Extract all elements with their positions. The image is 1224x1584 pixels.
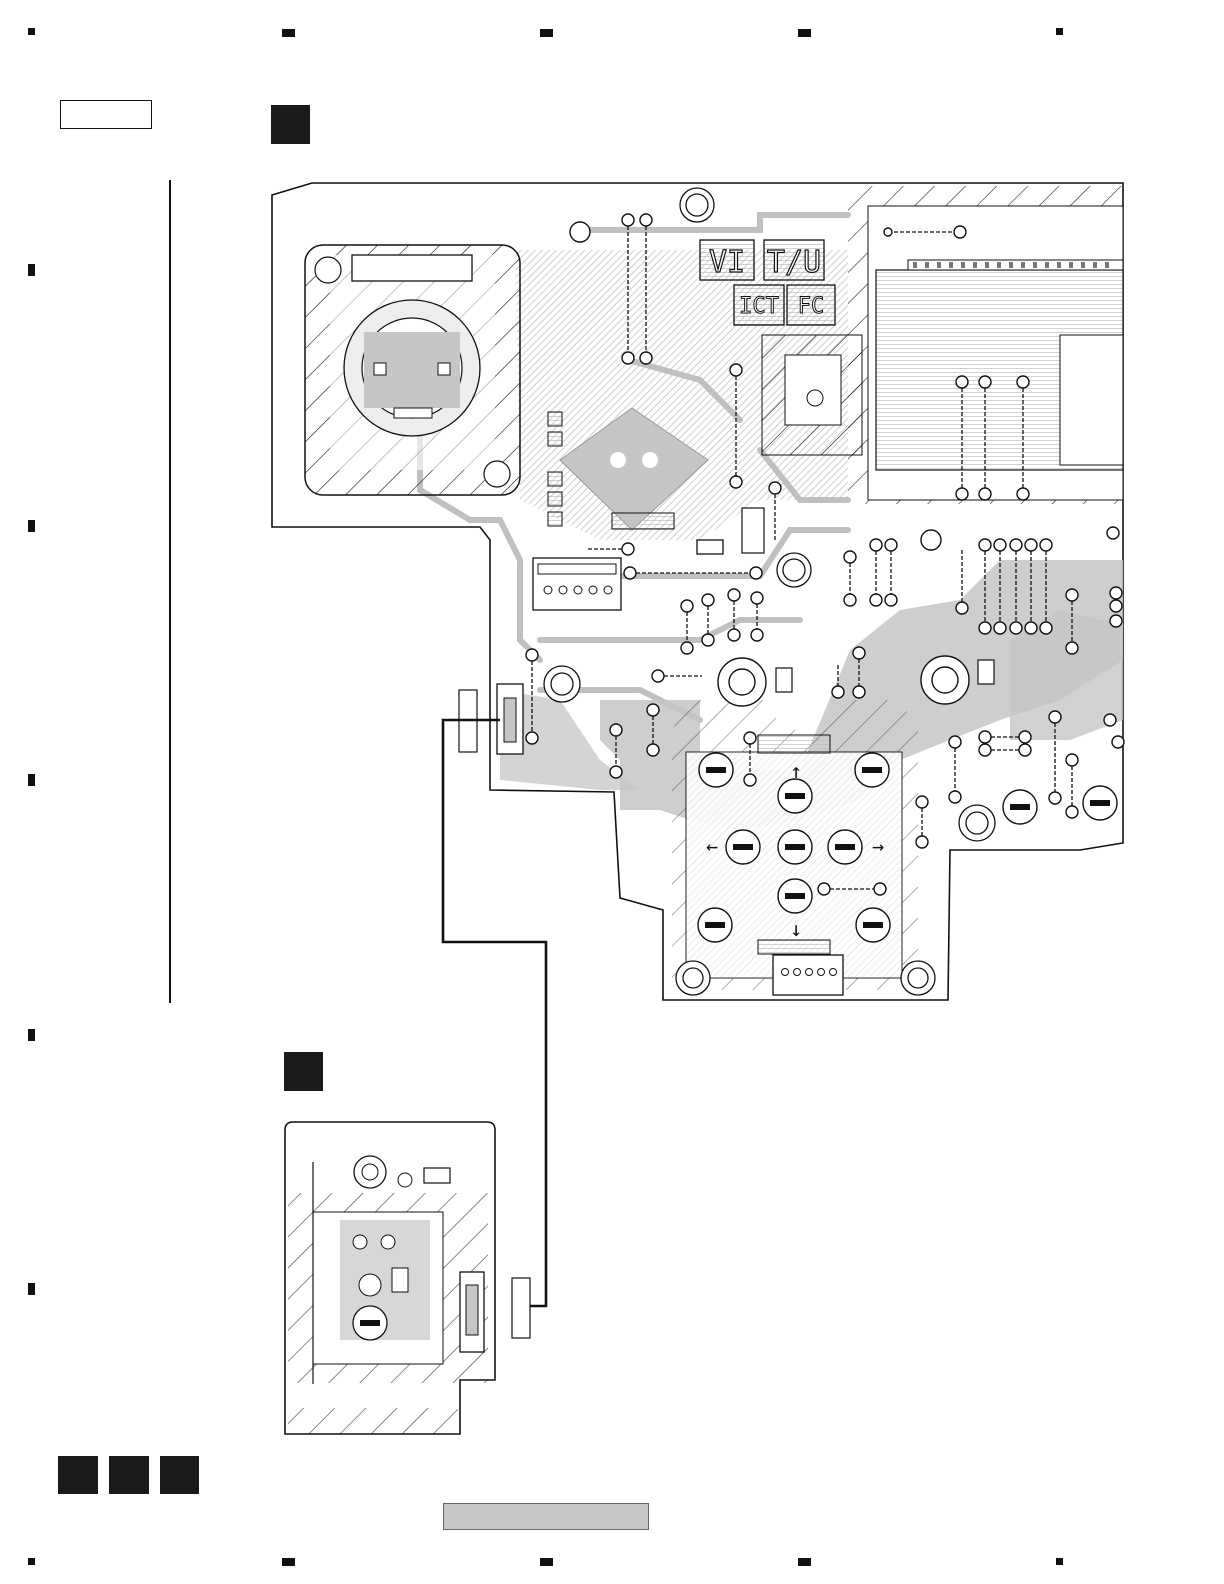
arrow-right-icon: →	[872, 834, 884, 858]
sub-board	[285, 1122, 530, 1434]
board-label-fc: FC	[798, 294, 825, 319]
main-board: VI T/U ICT FC	[272, 183, 1124, 1000]
board-label-vi: VI	[709, 245, 745, 280]
arrow-down-icon: ↓	[790, 917, 802, 941]
arrow-left-icon: ←	[706, 834, 718, 858]
arrow-up-icon: ↑	[790, 759, 802, 783]
board-label-tu: T/U	[767, 245, 821, 280]
board-label-ict: ICT	[739, 294, 779, 319]
